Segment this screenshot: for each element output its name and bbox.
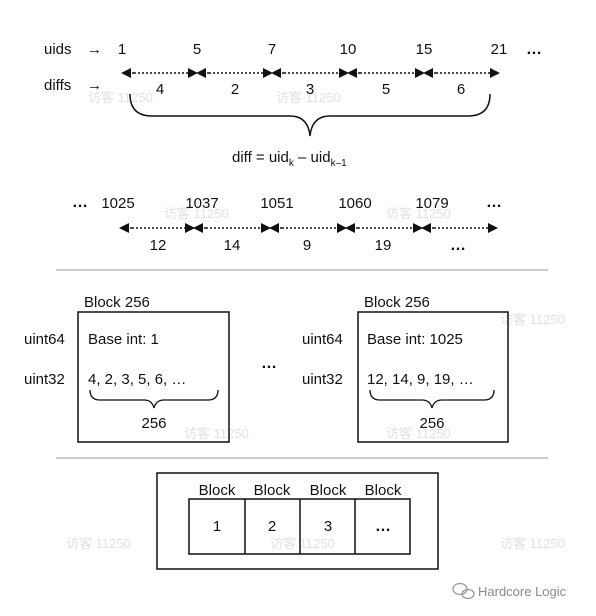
between-ellipsis: … (261, 355, 277, 372)
curly-brace (129, 93, 491, 137)
block-cell: 1 (213, 518, 221, 535)
diff-value: 19 (375, 237, 392, 254)
wechat-icon (452, 582, 475, 600)
uid-value: 1051 (260, 195, 293, 212)
watermark-text: 访客 11250 (386, 206, 451, 221)
base-int: Base int: 1 (88, 331, 159, 348)
type-uint64: uint64 (24, 331, 65, 348)
uid-value: 1025 (101, 195, 134, 212)
uid-value: 21 (491, 41, 508, 58)
sequence-1: uids → diffs → 1 5 7 10 15 21 … 4 2 3 5 … (44, 41, 542, 169)
block-cell: 2 (268, 518, 276, 535)
uids-arrow: → (87, 41, 102, 58)
watermark-text: 访客 11250 (386, 426, 451, 441)
tail-ellipsis: … (486, 194, 502, 211)
watermark-text: 访客 11250 (164, 206, 229, 221)
block-cell: 3 (324, 518, 332, 535)
watermark-text: 访客 11250 (276, 90, 341, 105)
diffs-label: diffs (44, 77, 71, 94)
block-title: Block 256 (364, 294, 430, 311)
uid-value: 1079 (415, 195, 448, 212)
diff-value: 4 (156, 81, 164, 98)
uid-value: 1 (118, 41, 126, 58)
block-values: 12, 14, 9, 19, … (367, 371, 474, 388)
block-values: 4, 2, 3, 5, 6, … (88, 371, 186, 388)
watermark-layer: 访客 11250 访客 11250 访客 11250 访客 11250 访客 1… (66, 90, 565, 551)
diff-value: 2 (231, 81, 239, 98)
base-int: Base int: 1025 (367, 331, 463, 348)
uid-value: 1037 (185, 195, 218, 212)
diff-value: 3 (306, 81, 314, 98)
type-uint32: uint32 (302, 371, 343, 388)
uids-ellipsis: … (526, 41, 542, 58)
diff-value: 9 (303, 237, 311, 254)
diff-value: 6 (457, 81, 465, 98)
watermark-text: 访客 11250 (500, 312, 565, 327)
type-uint32: uint32 (24, 371, 65, 388)
diffs-arrow: → (87, 77, 102, 94)
curly-brace (89, 389, 219, 409)
brand-watermark: Hardcore Logic (452, 582, 567, 600)
uid-value: 7 (268, 41, 276, 58)
watermark-text: 访客 11250 (66, 536, 131, 551)
block-header: Block (365, 482, 402, 499)
diff-value: 5 (382, 81, 390, 98)
diff-value: 14 (224, 237, 241, 254)
type-uint64: uint64 (302, 331, 343, 348)
diff-value: 12 (150, 237, 167, 254)
uid-value: 1060 (338, 195, 371, 212)
watermark-text: 访客 11250 (270, 536, 335, 551)
sequence-2: … 1025 1037 1051 1060 1079 … 12 14 9 19 … (72, 194, 502, 254)
brand-text: Hardcore Logic (478, 584, 567, 599)
block-array: Block Block Block Block 1 2 3 … (156, 472, 439, 570)
uid-value: 15 (416, 41, 433, 58)
diff-value: … (450, 237, 466, 254)
watermark-text: 访客 11250 (184, 426, 249, 441)
block-header: Block (254, 482, 291, 499)
block-header: Block (310, 482, 347, 499)
block-header: Block (199, 482, 236, 499)
uid-value: 5 (193, 41, 201, 58)
diff-formula: diff = uidk – uidk–1 (232, 149, 347, 169)
block-box (77, 311, 230, 443)
curly-brace (369, 389, 495, 409)
block-count: 256 (419, 415, 444, 432)
uids-label: uids (44, 41, 72, 58)
block-array-outer (156, 472, 439, 570)
block-cell: … (375, 518, 391, 535)
uid-value: 10 (340, 41, 357, 58)
lead-ellipsis: … (72, 194, 88, 211)
block-title: Block 256 (84, 294, 150, 311)
block-count: 256 (141, 415, 166, 432)
block-box (357, 311, 509, 443)
block-left: Block 256 uint64 uint32 Base int: 1 4, 2… (24, 294, 230, 443)
watermark-text: 访客 11250 (88, 90, 153, 105)
watermark-text: 访客 11250 (500, 536, 565, 551)
block-right: Block 256 uint64 uint32 Base int: 1025 1… (302, 294, 509, 443)
